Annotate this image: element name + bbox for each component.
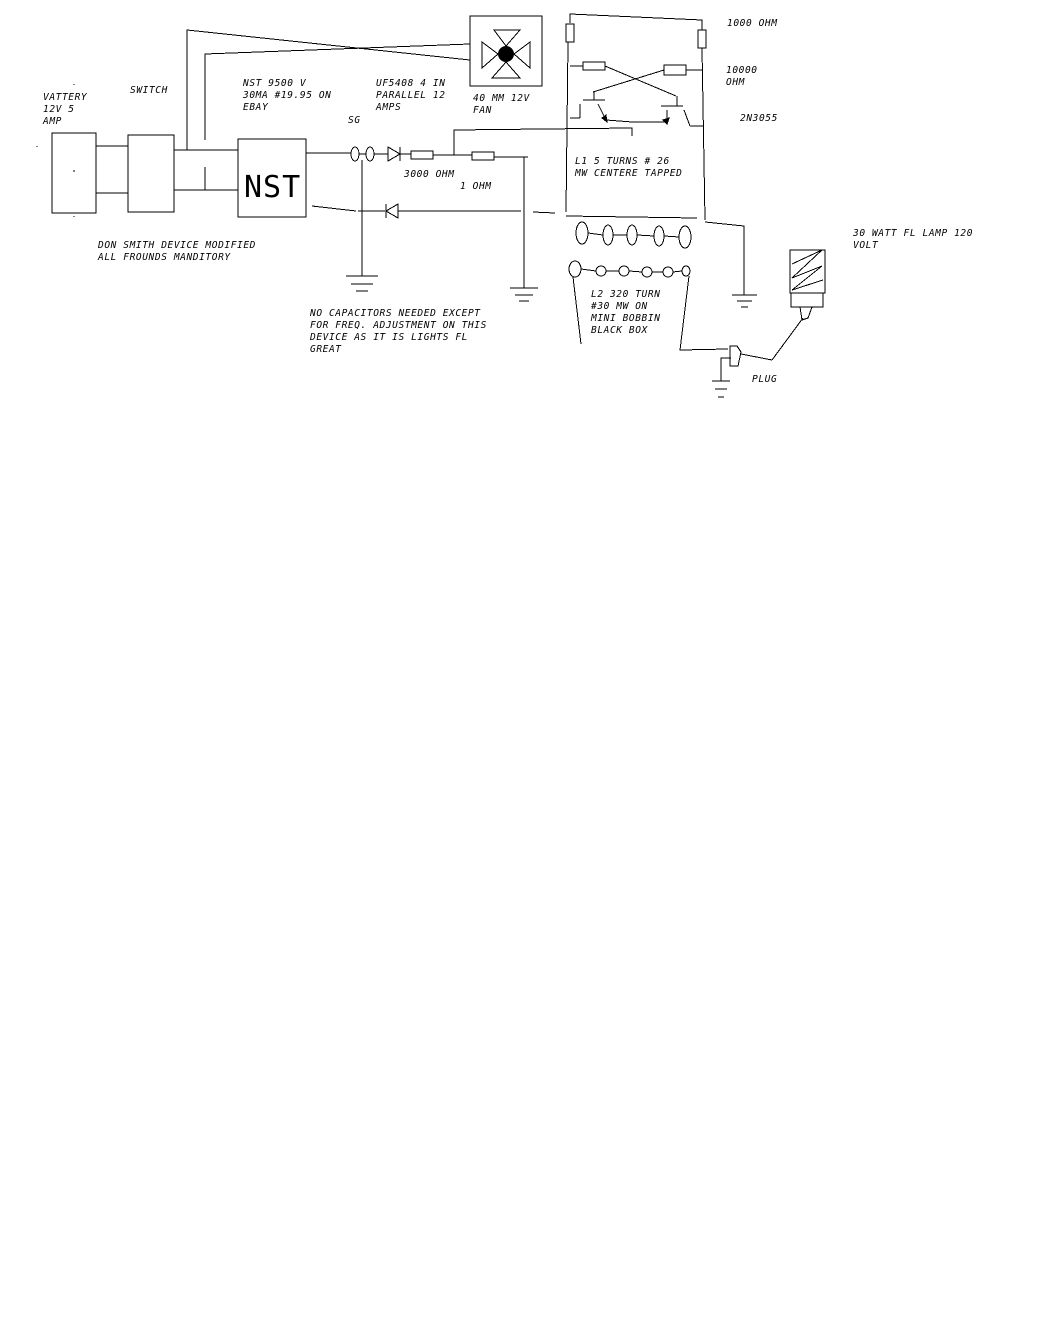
resistor-1-ohm <box>471 151 528 161</box>
capacitor-note-line-1: NO CAPACITORS NEEDED EXCEPT <box>309 308 481 319</box>
diode-label-line-1: UF5408 4 IN <box>376 78 446 89</box>
switch-label: SWITCH <box>130 85 168 96</box>
coil-l2-label-line-1: L2 320 TURN <box>591 289 661 300</box>
capacitor-note-line-3: DEVICE AS IT IS LIGHTS FL <box>309 332 468 343</box>
middle-ground <box>510 157 556 302</box>
device-note-line-2: ALL FROUNDS MANDITORY <box>97 252 231 263</box>
resistor-1000-ohm-right <box>697 29 707 49</box>
switch <box>127 134 175 213</box>
top-rectifier-diode <box>374 146 411 162</box>
fan-label: 40 MM 12V FAN <box>473 93 531 116</box>
fan <box>469 15 543 87</box>
coil-l1-label: L1 5 TURNS # 26 MW CENTERE TAPPED <box>574 156 682 179</box>
coil-l2-label: L2 320 TURN #30 MW ON MINI BOBBIN BLACK … <box>590 289 661 336</box>
coil-l2-label-line-4: BLACK BOX <box>591 325 649 336</box>
device-note-line-1: DON SMITH DEVICE MODIFIED <box>97 240 256 251</box>
transistor-right <box>632 96 703 127</box>
resistor-1000-ohm-left <box>565 23 575 43</box>
diode-label: UF5408 4 IN PARALLEL 12 AMPS <box>375 78 446 113</box>
spark-gap-label: SG <box>348 115 361 126</box>
transistor-label: 2N3055 <box>740 113 778 124</box>
nst-label-line-2: 30MA #19.95 ON <box>242 90 331 101</box>
device-note: DON SMITH DEVICE MODIFIED ALL FROUNDS MA… <box>97 240 256 263</box>
sg-ground <box>346 160 378 292</box>
fluorescent-lamp <box>771 249 826 361</box>
battery <box>36 84 97 217</box>
coil-l1-label-line-2: MW CENTERE TAPPED <box>574 168 682 179</box>
coil-l2 <box>568 260 729 351</box>
resistor-10000-ohm-left <box>570 61 677 97</box>
resistor-10000-label: 10000 OHM <box>726 65 758 88</box>
resistor-1000-label: 1000 OHM <box>727 18 778 29</box>
coil-l2-label-line-3: MINI BOBBIN <box>590 313 661 324</box>
nst-transformer: NST <box>237 138 307 218</box>
resistor-10000-label-line-1: 10000 <box>726 65 758 76</box>
battery-label: VATTERY 12V 5 AMP <box>42 92 88 127</box>
spark-gap <box>350 146 375 162</box>
coil-l1 <box>565 215 698 249</box>
resistor-1-label: 1 OHM <box>460 181 492 192</box>
battery-label-line-2: 12V 5 <box>43 104 75 115</box>
capacitor-note-line-2: FOR FREQ. ADJUSTMENT ON THIS <box>310 320 487 331</box>
resistor-3000-label: 3000 OHM <box>403 169 455 180</box>
capacitor-note: NO CAPACITORS NEEDED EXCEPT FOR FREQ. AD… <box>309 308 487 355</box>
right-ground <box>704 221 757 308</box>
nst-label: NST 9500 V 30MA #19.95 ON EBAY <box>242 78 331 113</box>
diode-label-line-2: PARALLEL 12 <box>376 90 446 101</box>
lamp-label-line-2: VOLT <box>853 240 879 251</box>
coil-l2-label-line-2: #30 MW ON <box>590 301 648 312</box>
capacitor-note-line-4: GREAT <box>310 344 342 355</box>
nst-box-label: NST <box>244 170 301 205</box>
base-feed-wire <box>453 127 633 155</box>
lamp-label-line-1: 30 WATT FL LAMP 120 <box>852 228 973 239</box>
battery-label-line-1: VATTERY <box>43 92 88 103</box>
fan-label-line-1: 40 MM 12V <box>473 93 531 104</box>
fan-label-line-2: FAN <box>473 105 492 116</box>
nst-output-wires <box>306 152 357 212</box>
nst-label-line-1: NST 9500 V <box>242 78 307 89</box>
bottom-rectifier-diode <box>358 203 521 219</box>
lamp-label: 30 WATT FL LAMP 120 VOLT <box>852 228 973 251</box>
diode-label-line-3: AMPS <box>375 102 401 113</box>
resistor-10000-label-line-2: OHM <box>726 77 745 88</box>
battery-switch-wires <box>96 145 128 194</box>
nst-label-line-3: EBAY <box>243 102 269 113</box>
plug-label: PLUG <box>752 374 777 385</box>
transistor-left <box>570 92 633 124</box>
resistor-10000-ohm-right <box>592 64 703 93</box>
oscillator-frame <box>565 13 706 221</box>
coil-l1-label-line-1: L1 5 TURNS # 26 <box>575 156 670 167</box>
switch-nst-wires <box>174 29 471 191</box>
resistor-3000-ohm <box>410 150 472 160</box>
plug <box>712 345 773 398</box>
battery-label-line-3: AMP <box>42 116 62 127</box>
